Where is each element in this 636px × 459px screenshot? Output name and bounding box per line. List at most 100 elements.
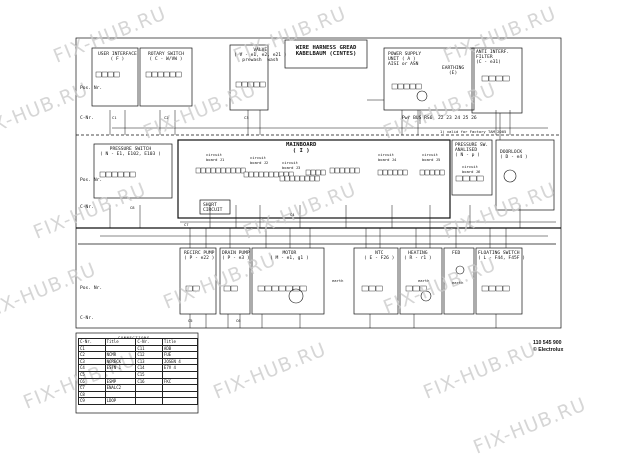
heating-box	[399, 247, 443, 315]
mainboard-pin	[354, 167, 360, 174]
fed-label: FED	[452, 251, 461, 256]
rotary-switch-box	[139, 47, 193, 107]
heating-pin	[405, 285, 413, 292]
mainboard-pin	[220, 167, 226, 174]
power-supply-pin	[397, 83, 404, 90]
pos-nr-label: Pos. Nr.	[80, 86, 103, 91]
pressure-sw-pin	[469, 175, 477, 182]
circuit-board-j3: circuit board J3	[282, 160, 301, 170]
motor-label: MOTOR ( M - e1, g1 )	[270, 251, 309, 261]
c-nr-label: C-Nr.	[80, 316, 94, 321]
pos-nr-label: Pos. Nr.	[80, 178, 103, 183]
table-cell: C12	[135, 351, 163, 359]
pressure-switch-pin	[129, 171, 136, 178]
ntc-pin	[375, 285, 383, 292]
doorlock-box	[495, 139, 555, 211]
ntc-pin	[368, 285, 376, 292]
pressure-switch-box	[93, 143, 173, 199]
connector-code: C8	[130, 205, 135, 210]
mainboard-pin	[299, 175, 305, 182]
mainboard-pin	[240, 167, 246, 174]
drain-pump-pin	[230, 285, 238, 292]
valve-pin	[259, 81, 266, 88]
pin-group	[95, 71, 510, 292]
mainboard-pin	[289, 175, 295, 182]
table-cell: ESTN 1	[104, 364, 137, 372]
table-cell: E7V 4	[161, 364, 199, 372]
table-cell: C3	[78, 357, 106, 366]
ntc-box	[353, 247, 399, 315]
mainboard-pin	[243, 171, 249, 178]
power-supply-pin	[391, 83, 398, 90]
pressure-sw-analised-label: PRESSURE SW. ANALISED ( N - p )	[455, 143, 489, 158]
pos-nr-label: Pos. Nr.	[80, 286, 103, 291]
column-header: C-Nr.	[78, 338, 106, 346]
drain-pump-box	[219, 247, 251, 315]
table-row: C8	[78, 390, 199, 399]
table-cell: FKC	[161, 377, 199, 386]
user-interface-pin	[95, 71, 102, 78]
table-cell: ENALC2	[104, 384, 137, 392]
table-cell: C8	[78, 390, 106, 399]
heating-pin	[419, 285, 427, 292]
circuit-board-j5: circuit board J5	[422, 152, 441, 162]
title-box	[284, 39, 368, 69]
table-cell	[161, 397, 199, 405]
pressure-sw-pin	[476, 175, 484, 182]
rotary-switch-pin	[157, 71, 164, 78]
table-cell: C11	[135, 344, 163, 353]
earthing-icon	[416, 90, 428, 102]
mainboard-pin	[309, 175, 315, 182]
mainboard-pin	[439, 169, 445, 176]
ntc-pin	[361, 285, 369, 292]
floating-switch-pin	[488, 285, 496, 292]
table-cell: FUE	[161, 351, 199, 359]
heating-element-icon	[420, 290, 432, 302]
pressure-sw-analised-box	[451, 139, 493, 196]
table-cell: C14	[135, 364, 163, 372]
floating-switch-box	[475, 247, 523, 315]
mainboard-pin	[268, 171, 274, 178]
mainboard-pin	[419, 169, 425, 176]
c-nr-label: C-Nr.	[80, 116, 94, 121]
earth-label: earth	[452, 280, 464, 285]
user-interface-pin	[107, 71, 114, 78]
table-cell	[135, 390, 163, 399]
circuit-board-j6: circuit board J6	[462, 164, 481, 174]
pressure-switch-pin	[117, 171, 124, 178]
rotary-switch-pin	[151, 71, 158, 78]
table-cell: JOSEN 4	[161, 357, 199, 366]
connections-header: CONNECTIONS	[118, 335, 150, 340]
mainboard-pin	[258, 171, 264, 178]
motor-pin	[285, 285, 293, 292]
circuit-board-j2: circuit board J2	[250, 155, 269, 165]
rotary-switch-pin	[169, 71, 176, 78]
mainboard-pin	[200, 167, 206, 174]
fed-box	[443, 247, 475, 315]
earth-symbol-icon	[455, 265, 465, 275]
power-supply-label: POWER SUPPLY UNIT ( A ) AISI or ASN	[388, 52, 422, 67]
short-circuit-box	[199, 199, 231, 215]
table-cell	[104, 390, 137, 399]
user-interface-pin	[101, 71, 108, 78]
earth-label: earth	[418, 278, 430, 283]
drain-pump-label: DRAIN PUMP ( P - e3 )	[222, 251, 250, 261]
symbol-group	[288, 90, 517, 304]
motor-pin	[278, 285, 286, 292]
column-header: Title	[104, 338, 137, 346]
table-cell: C4	[78, 364, 106, 372]
mainboard-box	[177, 139, 451, 219]
recirc-pump-box	[179, 247, 217, 315]
mainboard-pin	[195, 167, 201, 174]
table-cell: C15	[135, 370, 163, 379]
heating-label: HEATING ( R - r1 )	[404, 251, 432, 261]
valve-label: VALVE ( V - e1, e2, e21 ) prewash wash	[234, 48, 287, 63]
mainboard-label: MAINBOARD ( I )	[286, 142, 317, 154]
mainboard-pin	[392, 169, 398, 176]
